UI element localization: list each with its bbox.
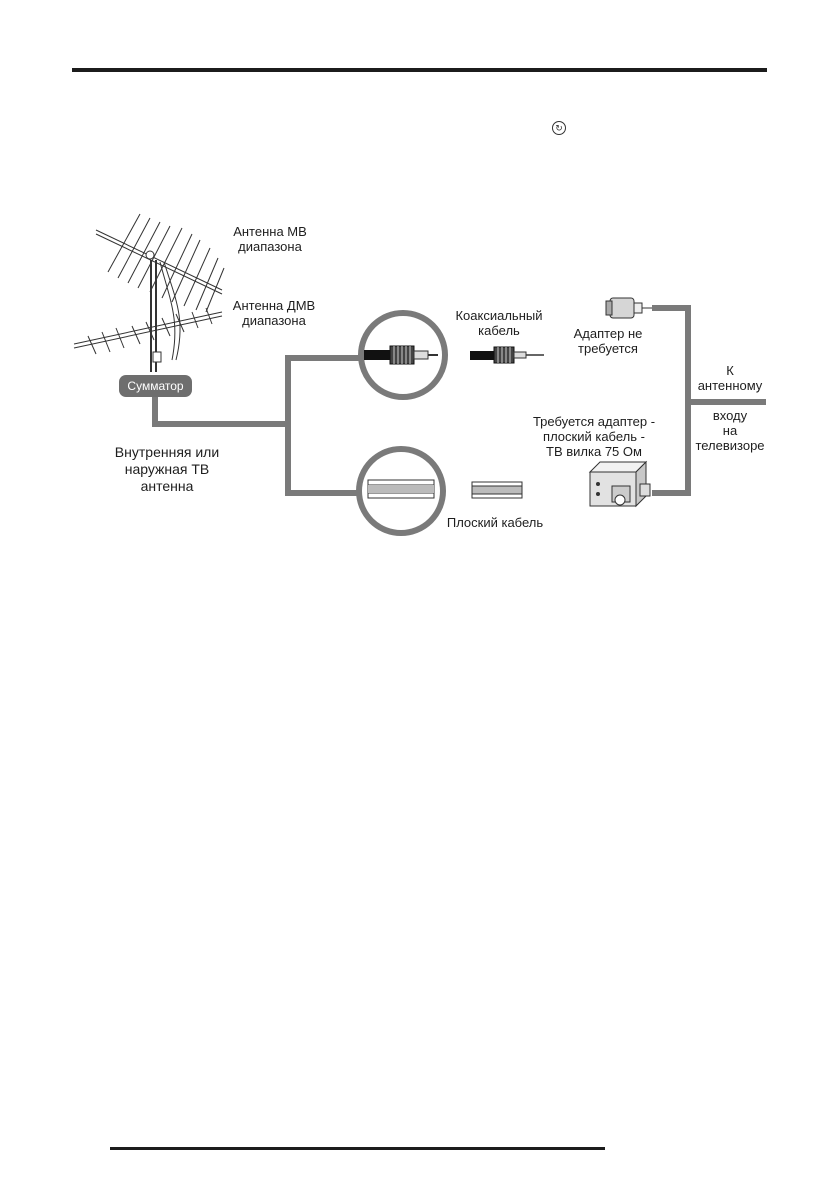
flat-cable-detail — [356, 446, 446, 536]
vhf-antenna-label: Антенна МВ диапазона — [233, 224, 307, 254]
on-tv-input-label: входу на телевизоре — [695, 408, 765, 453]
top-rule — [72, 68, 767, 72]
uhf-antenna-label: Антенна ДМВ диапазона — [232, 298, 316, 328]
coaxial-cable-label: Коаксиальный кабель — [455, 308, 543, 338]
adapter-not-required-label: Адаптер не требуется — [573, 326, 643, 356]
antenna-illustration — [73, 213, 225, 372]
circle-arrows-icon: ↻ — [552, 121, 566, 135]
bottom-rule — [110, 1147, 605, 1150]
indoor-outdoor-antenna-label: Внутренняя или наружная ТВ антенна — [114, 444, 220, 494]
coaxial-cable-small — [470, 346, 544, 364]
coaxial-cable-detail — [358, 310, 448, 400]
adapter-75-ohm — [588, 460, 651, 508]
flat-cable-label: Плоский кабель — [446, 515, 544, 530]
vhf-boom — [95, 229, 223, 291]
combiner-label: Сумматор — [119, 375, 192, 397]
adapter-required-label: Требуется адаптер - плоский кабель - ТВ … — [532, 414, 656, 459]
uhf-boom — [73, 311, 223, 345]
connection-lines — [152, 305, 766, 496]
to-antenna-input-label: К антенному — [697, 363, 763, 393]
coax-plug — [605, 297, 652, 319]
flat-cable-small — [471, 481, 523, 499]
